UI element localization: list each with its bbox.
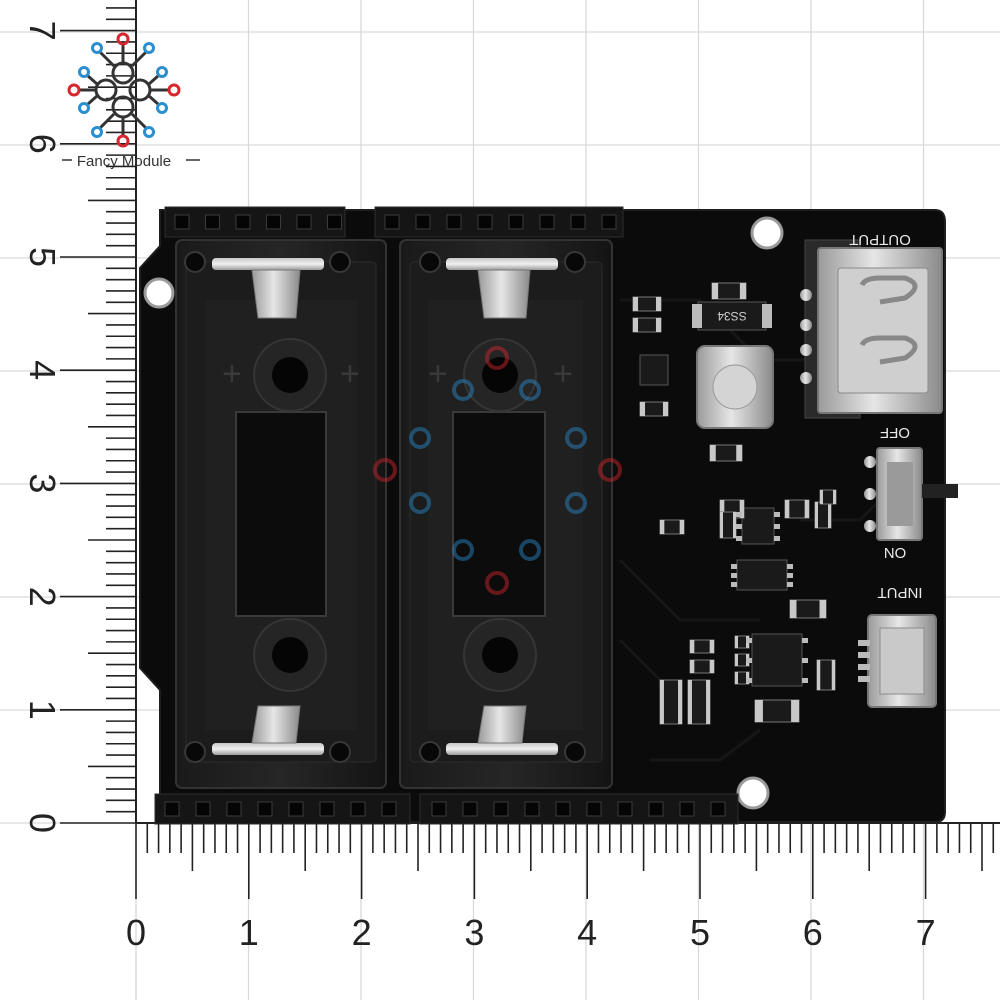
vertical-ruler: 0 1 2 3 4 5 6 7 [22, 0, 137, 833]
ruler-v-label: 4 [22, 360, 63, 380]
mounting-holes [143, 216, 784, 810]
logo-text: Fancy Module [77, 153, 171, 170]
top-pin-header [164, 206, 624, 238]
holder2-bottom-contact [446, 743, 558, 755]
ruler-h-label: 2 [352, 912, 372, 953]
holder1-top-contact [212, 258, 324, 270]
holder1-plus-mark: + [222, 355, 242, 393]
off-label: OFF [880, 424, 910, 441]
usb-a-output-port [800, 239, 943, 419]
battery-shield-board: + + + + [139, 206, 958, 825]
diode-marking: SS34 [717, 309, 747, 323]
fancy-module-logo: Fancy Module [62, 32, 200, 170]
ruler-v-label: 0 [22, 813, 63, 833]
ruler-v-label: 6 [22, 134, 63, 154]
ruler-h-label: 0 [126, 912, 146, 953]
holder2-plus-mark: + [428, 355, 448, 393]
holder1-plus-mark-2: + [340, 355, 360, 393]
battery-holder-1: + + [175, 239, 387, 789]
ruler-h-label: 3 [464, 912, 484, 953]
ruler-v-label: 1 [22, 700, 63, 720]
holder1-bottom-contact [212, 743, 324, 755]
ruler-v-label: 5 [22, 247, 63, 267]
battery-holder-2: + + [399, 239, 613, 789]
ruler-v-label: 2 [22, 587, 63, 607]
ruler-v-label: 3 [22, 473, 63, 493]
ruler-h-label: 6 [803, 912, 823, 953]
watermark-logo-icon [373, 346, 622, 595]
output-label: OUTPUT [849, 231, 911, 248]
on-label: ON [884, 544, 907, 561]
smd-components [632, 282, 837, 725]
slide-switch [864, 447, 958, 541]
ruler-v-label: 7 [22, 21, 63, 41]
horizontal-ruler: 0 1 2 3 4 5 6 7 [126, 822, 1000, 953]
ruler-h-label: 4 [577, 912, 597, 953]
input-label: INPUT [878, 584, 923, 601]
power-inductor [696, 345, 774, 429]
micro-usb-input-port [858, 614, 937, 708]
holder2-plus-mark-2: + [553, 355, 573, 393]
ruler-h-label: 5 [690, 912, 710, 953]
circuit-logo-icon [67, 32, 181, 148]
ruler-h-label: 1 [239, 912, 259, 953]
bottom-pin-header [154, 793, 739, 825]
holder2-top-contact [446, 258, 558, 270]
schottky-diode: SS34 [692, 301, 772, 331]
ruler-h-label: 7 [916, 912, 936, 953]
